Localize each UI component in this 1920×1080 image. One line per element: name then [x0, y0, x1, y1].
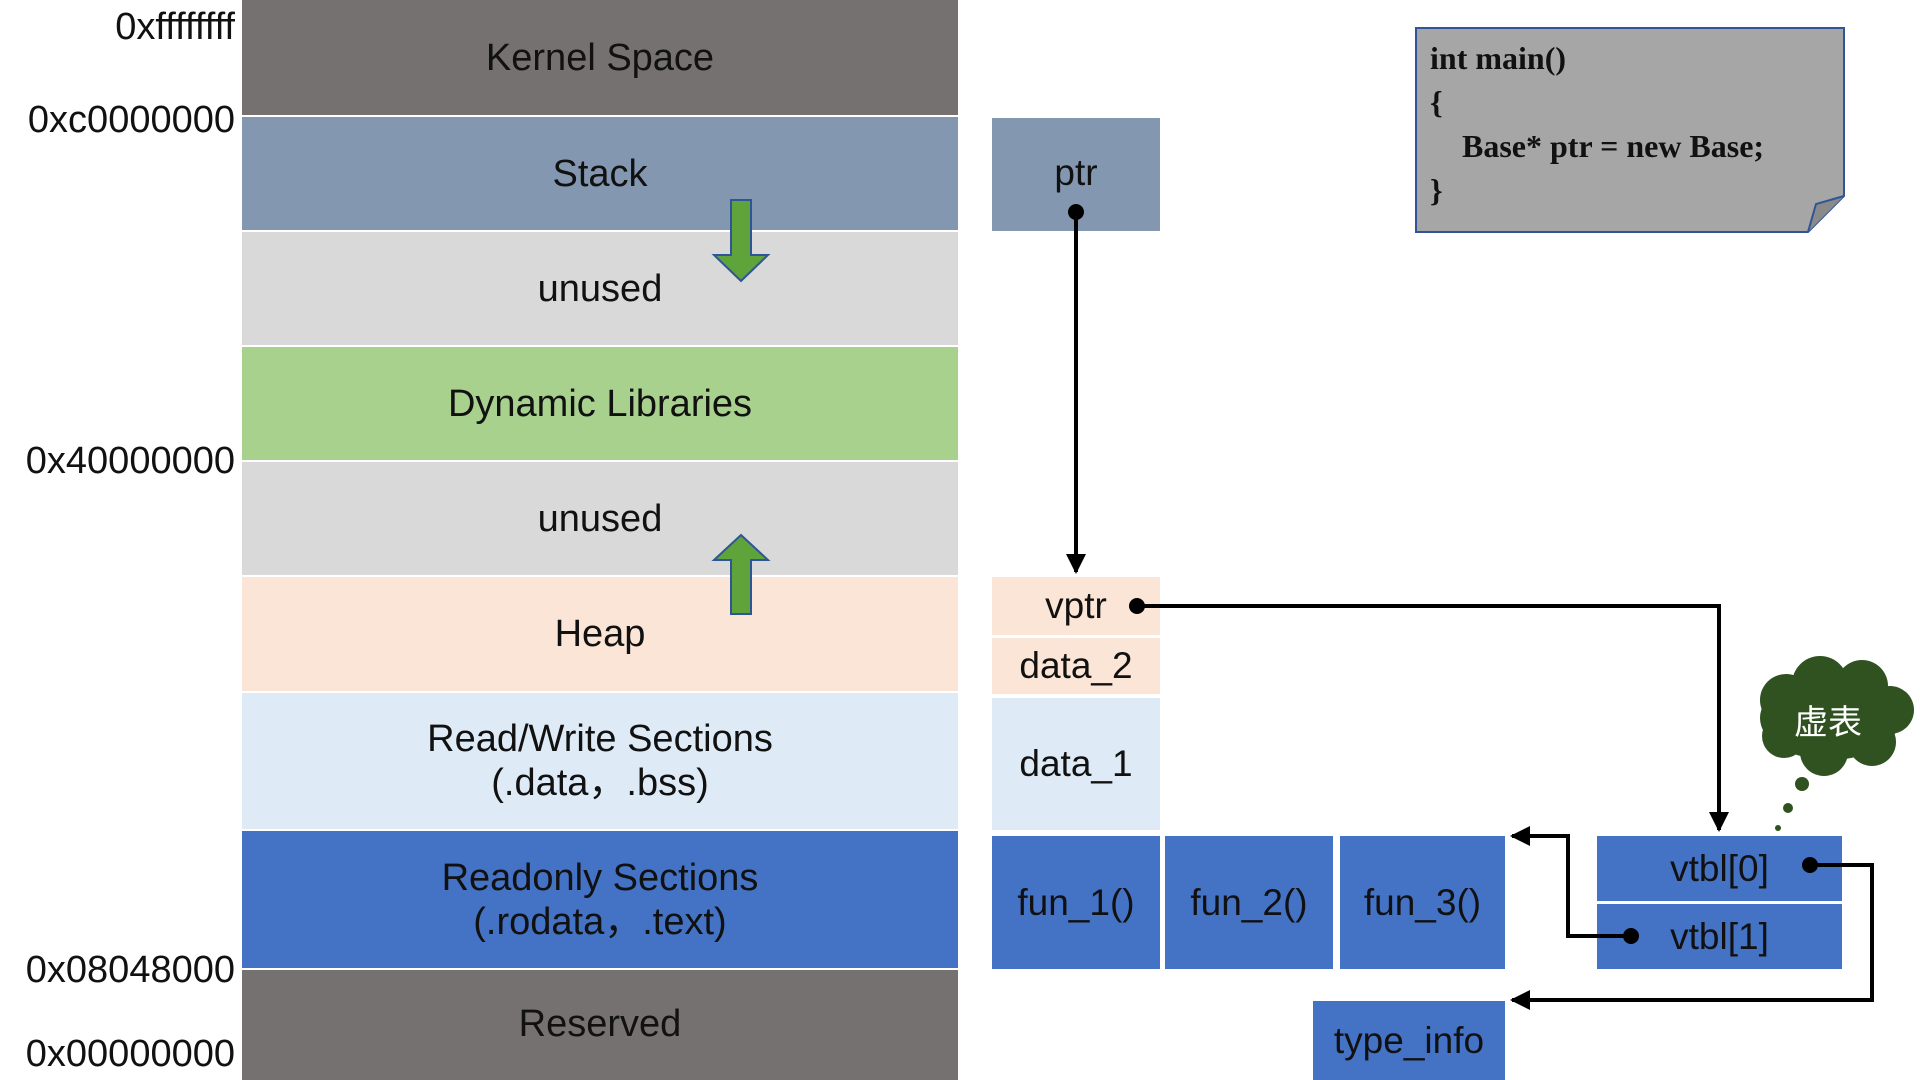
- code-line-4: }: [1430, 172, 1443, 208]
- code-line-1: int main(): [1430, 40, 1566, 76]
- address-libs: 0x40000000: [25, 440, 235, 482]
- segment-kernel-label: Kernel Space: [485, 36, 715, 79]
- vptr-label: vptr: [1045, 585, 1107, 626]
- vptr-to-vtable-arrow: [1137, 604, 1729, 832]
- segment-unused-lower-label: unused: [537, 497, 663, 540]
- function-cell-2: fun_2(): [1165, 836, 1333, 969]
- data-2-label: data_2: [1019, 645, 1133, 686]
- code-snippet: int main() { Base* ptr = new Base; }: [1416, 28, 1844, 232]
- type-info-label: type_info: [1333, 1019, 1485, 1061]
- heap-growth-arrow-icon: [711, 533, 771, 615]
- segment-stack: Stack: [242, 115, 958, 232]
- code-line-2: {: [1430, 84, 1443, 120]
- segment-dynamic-libraries-label: Dynamic Libraries: [447, 382, 753, 425]
- function-label-2: fun_2(): [1190, 881, 1308, 923]
- segment-reserved: Reserved: [242, 968, 958, 1080]
- code-note-fold: [1807, 195, 1845, 233]
- annotation-cloud-icon: [1760, 656, 1914, 831]
- segment-read-write: Read/Write Sections (.data，.bss): [242, 691, 958, 831]
- segment-unused-lower: unused: [242, 460, 958, 577]
- type-info-cell: type_info: [1313, 1001, 1505, 1080]
- data-1-label: data_1: [1019, 743, 1133, 784]
- vtable-annotation-label: 虚表: [1794, 703, 1862, 743]
- segment-dynamic-libraries: Dynamic Libraries: [242, 345, 958, 462]
- segment-read-write-subtitle: (.data，.bss): [491, 762, 709, 804]
- segment-heap-label: Heap: [554, 613, 646, 656]
- ptr-label: ptr: [1054, 152, 1098, 193]
- address-kernel-start: 0xc0000000: [27, 99, 235, 141]
- address-bottom: 0x00000000: [25, 1033, 235, 1075]
- segment-unused-upper: unused: [242, 230, 958, 347]
- address-top: 0xffffffff: [115, 6, 235, 48]
- function-cell-1: fun_1(): [992, 836, 1160, 969]
- segment-reserved-label: Reserved: [518, 1003, 682, 1046]
- vtable-entry-1: vtbl[1]: [1597, 904, 1842, 969]
- segment-readonly-subtitle: (.rodata，.text): [473, 900, 727, 943]
- data-2-cell: data_2: [992, 638, 1160, 694]
- segment-readonly-title: Readonly Sections: [441, 856, 759, 899]
- vtable-entry-0-label: vtbl[0]: [1670, 847, 1769, 889]
- stack-growth-arrow-icon: [711, 199, 771, 283]
- address-text-start: 0x08048000: [25, 949, 235, 991]
- vtable-entry-1-label: vtbl[1]: [1670, 915, 1769, 957]
- function-label-1: fun_1(): [1017, 881, 1135, 923]
- segment-read-write-title: Read/Write Sections: [427, 718, 773, 761]
- segment-kernel-space: Kernel Space: [242, 0, 958, 117]
- segment-heap: Heap: [242, 575, 958, 693]
- vtable-entry-0: vtbl[0]: [1597, 836, 1842, 901]
- segment-unused-upper-label: unused: [537, 267, 663, 310]
- vtbl1-to-function-arrow: [1510, 826, 1631, 938]
- code-line-3: Base* ptr = new Base;: [1430, 128, 1765, 164]
- function-label-3: fun_3(): [1363, 881, 1482, 923]
- segment-stack-label: Stack: [552, 152, 648, 195]
- data-1-cell: data_1: [992, 698, 1160, 830]
- function-cell-3: fun_3(): [1340, 836, 1505, 969]
- vtbl0-to-type-info-arrow: [1510, 863, 1874, 1010]
- segment-readonly: Readonly Sections (.rodata，.text): [242, 829, 958, 970]
